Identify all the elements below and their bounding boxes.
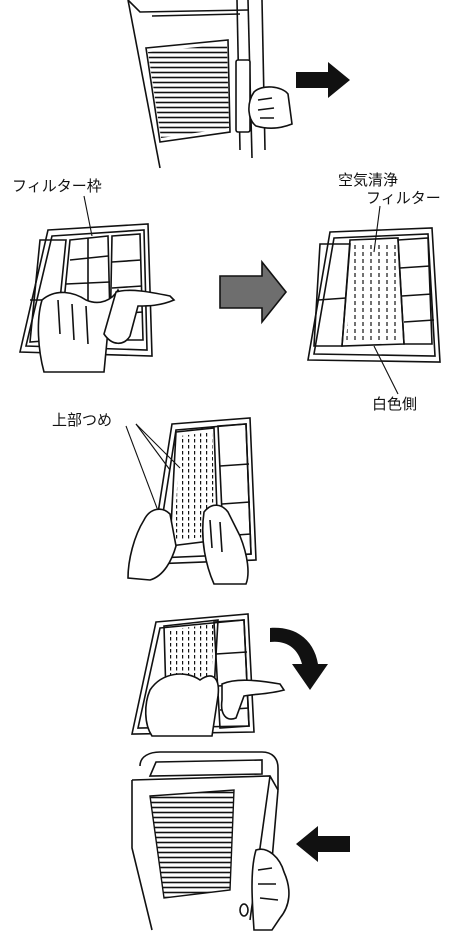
step5-hand (239, 848, 290, 931)
step2-purifying-filter (307, 227, 441, 363)
label-upper-claws: 上部つめ (52, 411, 113, 429)
label-white-side: 白色側 (372, 395, 418, 413)
step2-filter-mesh (346, 242, 401, 342)
step5-grille (149, 789, 235, 899)
step1-handle (235, 59, 293, 133)
step2-hands (37, 288, 176, 373)
label-air-purifying-filter-line1: 空気清浄 (338, 171, 399, 189)
curved-arrow-down-icon (270, 627, 328, 690)
arrow-left-icon (296, 826, 350, 862)
label-filter-frame: フィルター枠 (12, 177, 102, 195)
step1-unit (127, 0, 266, 169)
label-air-purifying-filter-line2: フィルター (366, 189, 441, 207)
arrow-right-icon (296, 62, 350, 98)
step3-hands (127, 504, 249, 585)
arrow-right-gray-icon (219, 259, 288, 325)
step4-hands (144, 673, 286, 737)
leader-lines (83, 195, 399, 517)
step1-grille (148, 44, 229, 138)
step5-unit (131, 751, 279, 931)
